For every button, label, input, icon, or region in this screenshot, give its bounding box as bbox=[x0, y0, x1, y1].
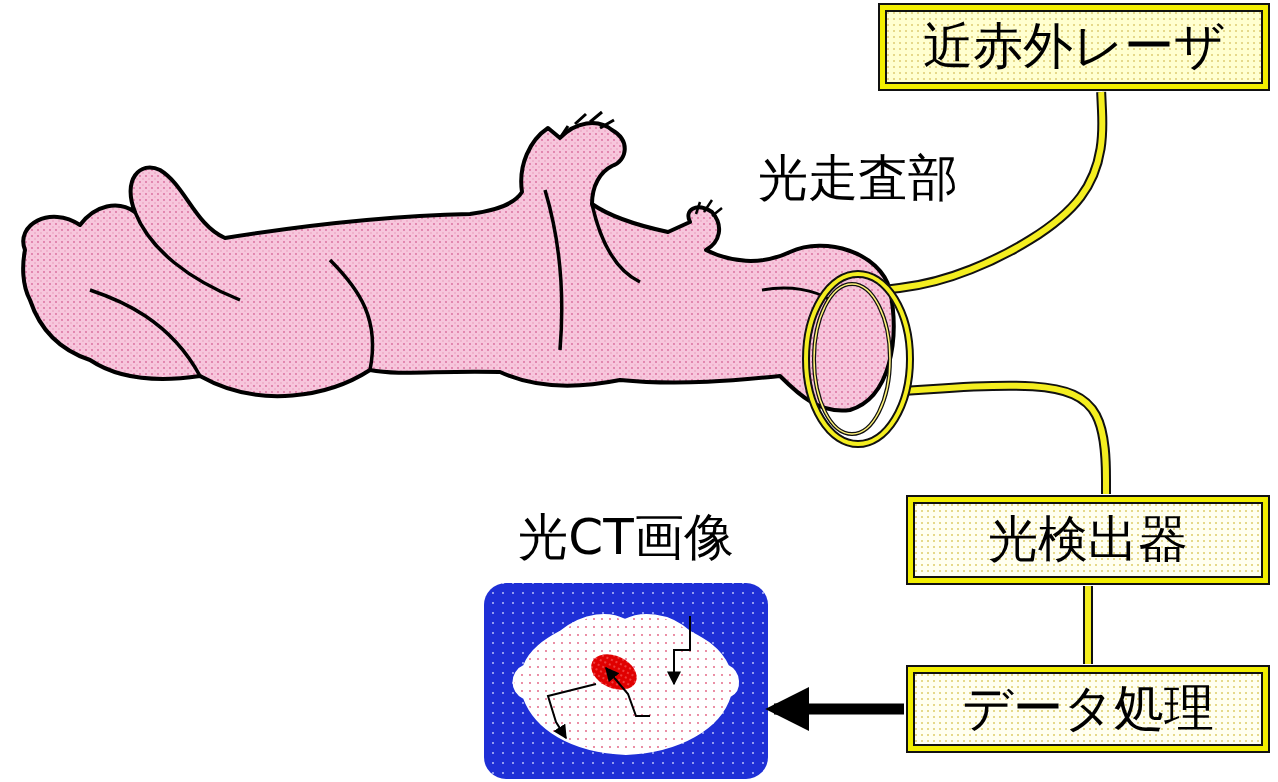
cable-core bbox=[906, 386, 1106, 494]
box-label: データ処理 bbox=[962, 680, 1214, 738]
box-label: 光検出器 bbox=[988, 511, 1188, 569]
box-label: 近赤外レーザ bbox=[923, 18, 1225, 76]
cable-edge bbox=[906, 386, 1106, 494]
ring-outline bbox=[802, 270, 914, 448]
cable bbox=[1088, 586, 1089, 664]
cable-edge bbox=[1083, 586, 1093, 664]
heading-label: 光CT画像 bbox=[518, 509, 733, 567]
ring-band bbox=[814, 284, 890, 434]
ct-image-picture bbox=[484, 583, 768, 779]
scanner-ring: 光走査部 bbox=[802, 270, 914, 448]
cable-core bbox=[1085, 586, 1091, 664]
ct-image-frame: 光CT画像 bbox=[484, 583, 768, 779]
ring-band bbox=[806, 274, 910, 444]
flow-arrow bbox=[774, 709, 904, 710]
cable bbox=[906, 386, 1106, 494]
ring-edge bbox=[814, 284, 890, 434]
detector-box: 光検出器 bbox=[908, 497, 1268, 583]
arrow-line bbox=[774, 704, 904, 715]
processing-box: データ処理 bbox=[908, 667, 1268, 751]
laser-box: 近赤外レーザ bbox=[880, 5, 1268, 89]
heading-label: 光走査部 bbox=[758, 150, 958, 208]
ring-edge bbox=[806, 274, 910, 444]
